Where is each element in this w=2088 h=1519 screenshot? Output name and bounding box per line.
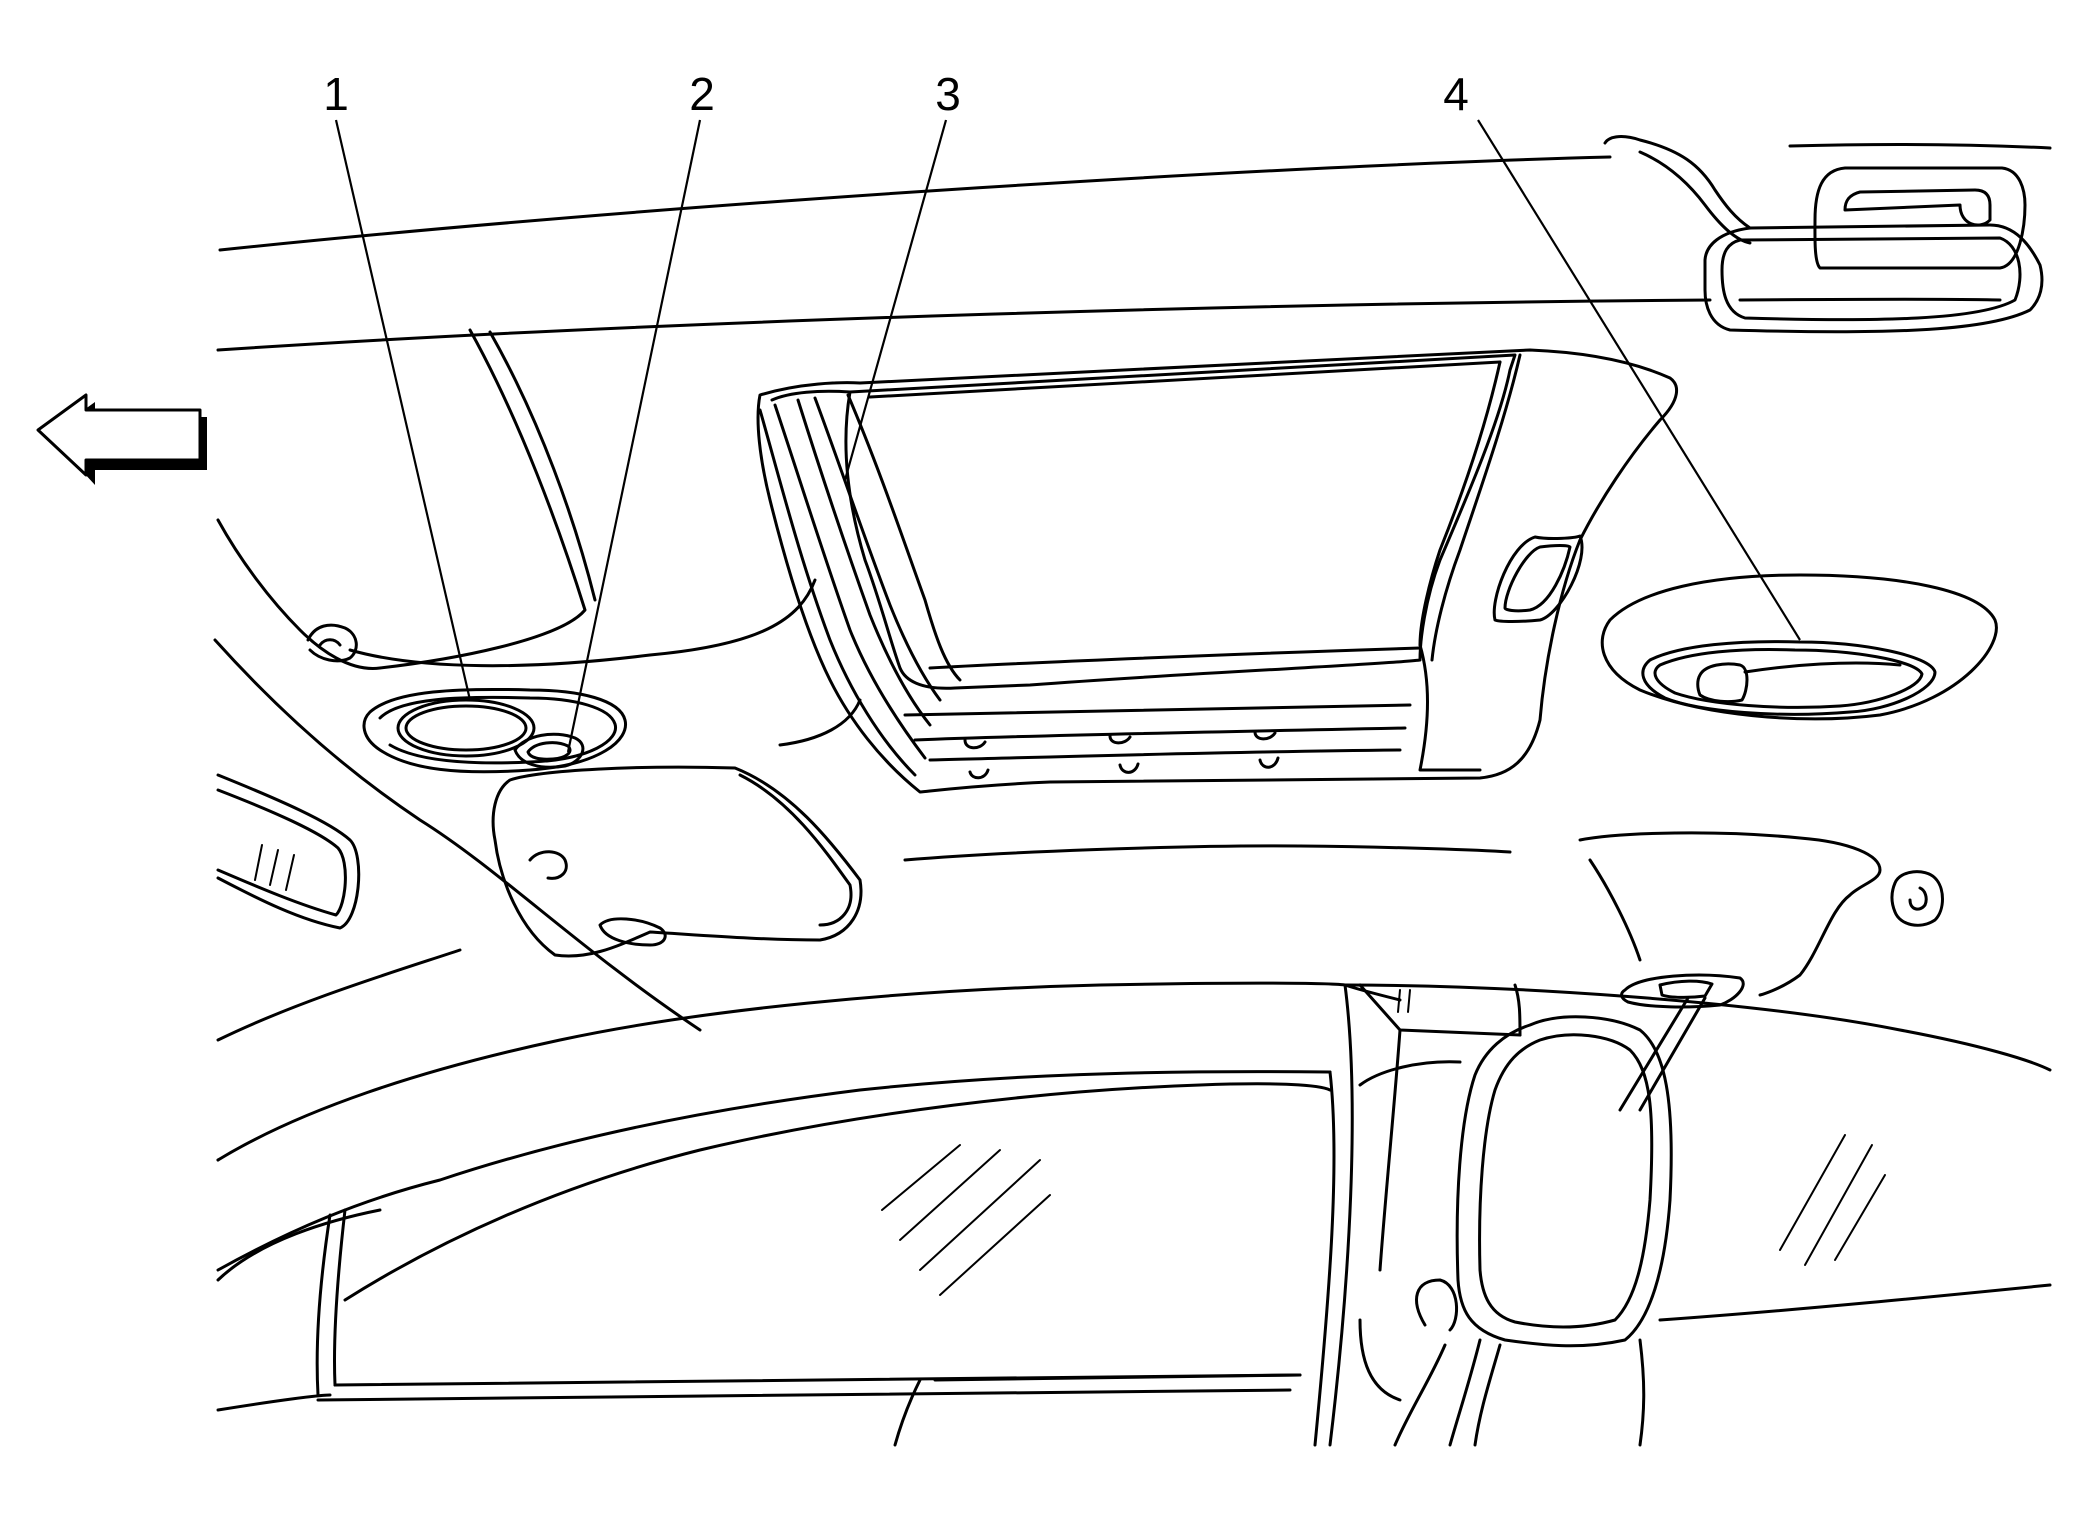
roof-outline [216, 143, 2052, 352]
sun-visor-left [216, 328, 597, 670]
rearview-mirror [216, 773, 361, 930]
leader-line-2 [566, 119, 702, 753]
sunroof-switch [1492, 534, 1584, 623]
door-frame-rear [1343, 983, 2052, 1322]
coat-hook [1890, 870, 1944, 927]
headrest [1393, 1015, 1673, 1447]
front-direction-arrow-icon [36, 393, 207, 485]
callout-4: 4 [1443, 68, 1469, 120]
dome-lamp-switch [513, 732, 585, 769]
rear-reading-lamp [1600, 573, 1998, 721]
headliner-crease [903, 831, 1882, 997]
leader-line-1 [334, 119, 472, 701]
callout-leaders [334, 119, 1801, 753]
sun-visor-right [491, 765, 863, 958]
sunroof-assembly [756, 348, 1679, 794]
door-frame-front [216, 981, 1354, 1447]
grab-handle [1603, 135, 2044, 334]
callout-3: 3 [935, 68, 961, 120]
dome-lamp-assembly [213, 638, 702, 1032]
callout-2: 2 [689, 68, 715, 120]
leader-line-3 [843, 119, 948, 481]
callout-1: 1 [323, 68, 349, 120]
left-pillar [216, 948, 462, 1162]
headliner-contour [348, 578, 862, 747]
dome-lamp-lens [404, 704, 528, 752]
leader-line-4 [1477, 119, 1801, 641]
seat-belt-guide [1618, 973, 1745, 1112]
